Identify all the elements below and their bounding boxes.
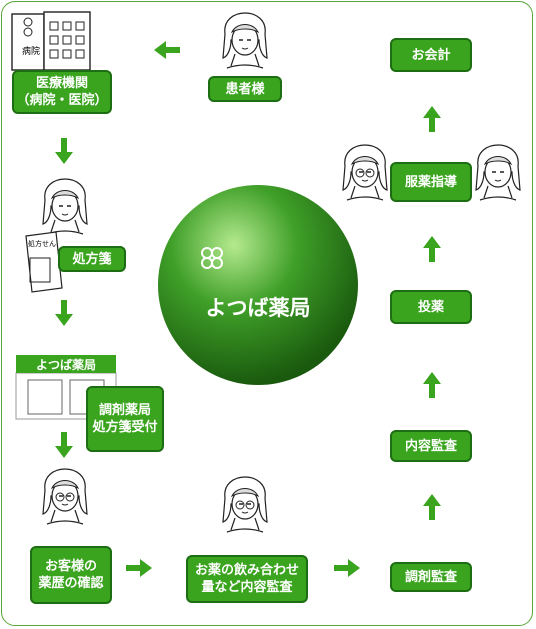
node-payment: お会計 [390,38,472,72]
center-sphere [158,185,358,385]
node-history: お客様の 薬歴の確認 [30,546,112,604]
prescription-document-icon [25,231,63,293]
arrow-right-icon [334,559,360,577]
arrow-left-icon [154,41,180,59]
arrow-up-icon [423,372,441,398]
arrow-up-icon [423,494,441,520]
node-content-check: 内容監査 [390,430,472,462]
node-dispense-check: 調剤監査 [390,562,472,592]
prescription-doc-text: 処方せん [28,239,56,248]
building-sign-text: 病院 [22,45,40,57]
arrow-down-icon [55,432,73,458]
arrow-right-icon [126,559,152,577]
arrow-up-icon [423,236,441,262]
patient-figure-icon [475,144,521,201]
arrow-down-icon [55,138,73,164]
clover-icon [201,247,223,269]
node-hospital: 医療機関 （病院・医院） [12,70,112,114]
node-reception: 調剤薬局 処方箋受付 [86,386,164,452]
node-interaction: お薬の飲み合わせ 量など内容監査 [186,555,308,603]
node-prescription: 処方箋 [58,246,126,272]
node-patient: 患者様 [208,76,282,102]
patient-figure-icon [222,12,268,69]
pharmacist-figure-icon [343,145,387,200]
node-guidance: 服薬指導 [390,162,472,202]
hospital-building-icon [11,11,91,71]
pharmacist-figure-icon [43,469,87,524]
pharmacist-figure-icon [223,477,267,532]
center-title: よつば薬局 [205,296,311,320]
arrow-down-icon [55,300,73,326]
store-sign-label: よつば薬局 [16,355,116,373]
arrow-up-icon [423,106,441,132]
node-administer: 投薬 [390,290,472,324]
patient-with-prescription-figure-icon [42,178,88,235]
